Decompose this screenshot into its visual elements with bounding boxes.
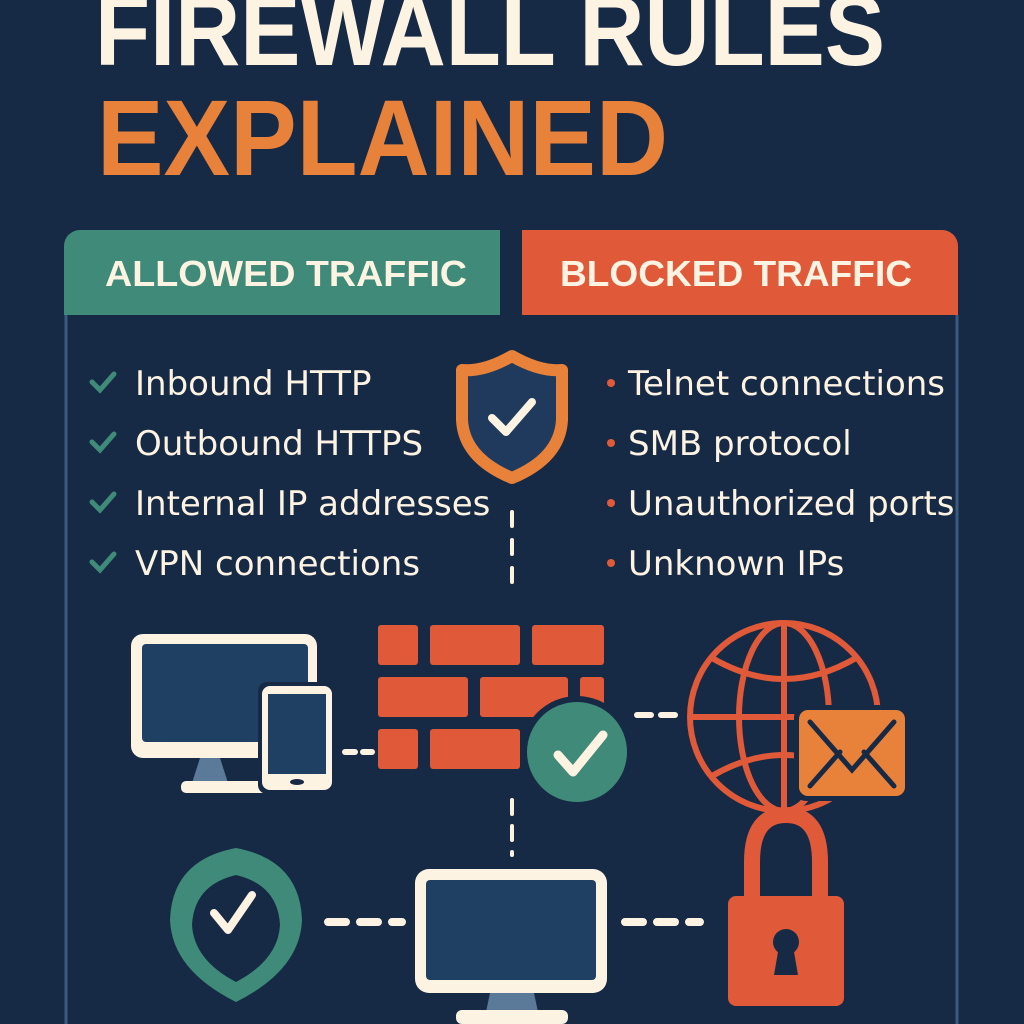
phone-icon bbox=[258, 682, 336, 794]
title-line2: EXPLAINED bbox=[97, 77, 668, 198]
allowed-list: Inbound HTTP Outbound HTTPS Internal IP … bbox=[89, 364, 490, 584]
list-item: Outbound HTTPS bbox=[89, 424, 423, 464]
check-circle-icon bbox=[521, 696, 633, 808]
check-icon bbox=[89, 431, 117, 454]
bullet-icon bbox=[607, 379, 615, 387]
blocked-item-text: Unknown IPs bbox=[628, 544, 844, 584]
list-item: Inbound HTTP bbox=[89, 364, 371, 404]
blocked-item-text: SMB protocol bbox=[628, 424, 852, 464]
list-item: VPN connections bbox=[89, 544, 420, 584]
list-item: Internal IP addresses bbox=[89, 484, 490, 524]
blocked-list: Telnet connections SMB protocol Unauthor… bbox=[607, 364, 955, 584]
allowed-item-text: Internal IP addresses bbox=[135, 484, 490, 524]
monitor-icon bbox=[415, 869, 607, 1024]
shield-check-badge-icon bbox=[170, 848, 302, 1002]
allowed-header-label: ALLOWED TRAFFIC bbox=[105, 253, 467, 294]
bullet-icon bbox=[607, 439, 615, 447]
blocked-item-text: Unauthorized ports bbox=[628, 484, 955, 524]
blocked-item-text: Telnet connections bbox=[627, 364, 945, 404]
allowed-item-text: VPN connections bbox=[135, 544, 420, 584]
bullet-icon bbox=[607, 499, 615, 507]
allowed-item-text: Inbound HTTP bbox=[135, 364, 371, 404]
panel-border bbox=[64, 315, 959, 1024]
check-icon bbox=[89, 491, 117, 514]
check-icon bbox=[89, 371, 117, 394]
bullet-icon bbox=[607, 559, 615, 567]
allowed-header: ALLOWED TRAFFIC bbox=[64, 230, 500, 315]
blocked-header-label: BLOCKED TRAFFIC bbox=[560, 253, 912, 294]
blocked-header: BLOCKED TRAFFIC bbox=[522, 230, 958, 315]
check-icon bbox=[89, 551, 117, 574]
envelope-icon bbox=[794, 705, 910, 801]
padlock-icon bbox=[728, 806, 844, 1006]
allowed-item-text: Outbound HTTPS bbox=[135, 424, 423, 464]
shield-check-icon bbox=[456, 350, 568, 484]
title-line1: FIREWALL RULES bbox=[95, 0, 885, 87]
